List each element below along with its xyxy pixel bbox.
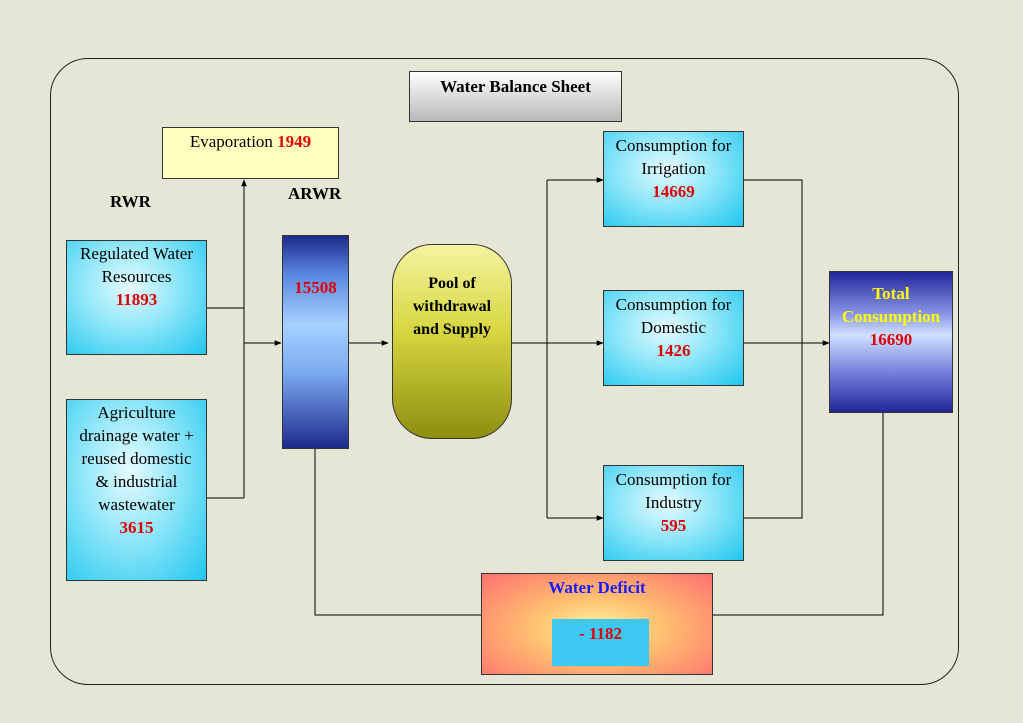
pool-label-2: withdrawal (412, 298, 492, 315)
total-consumption-box: Total Consumption 16690 (829, 271, 953, 413)
agriculture-label-3: reused domestic (81, 449, 192, 468)
industry-label-1: Consumption for (615, 470, 732, 489)
pool-box: Pool of withdrawal and Supply (392, 244, 512, 439)
line-arwr-deficit (314, 449, 481, 616)
domestic-label-1: Consumption for (615, 295, 732, 314)
agriculture-label-1: Agriculture (97, 403, 176, 422)
pool-label-3: and Supply (413, 321, 491, 338)
regulated-value: 11893 (115, 290, 158, 309)
industry-value: 595 (660, 516, 687, 535)
deficit-value-box: - 1182 (552, 619, 649, 666)
regulated-label-1: Regulated Water (79, 244, 194, 263)
total-label-1: Total (872, 284, 910, 303)
arwr-value: 15508 (294, 278, 337, 297)
agriculture-label-5: wastewater (98, 495, 175, 514)
regulated-label-2: Resources (101, 267, 172, 286)
agriculture-label-4: & industrial (95, 472, 178, 491)
irrigation-box: Consumption for Irrigation 14669 (603, 131, 744, 227)
line-total-deficit (713, 413, 884, 616)
evaporation-label: Evaporation (189, 132, 273, 151)
industry-label-2: Industry (645, 493, 702, 512)
regulated-water-box: Regulated Water Resources 11893 (66, 240, 207, 355)
irrigation-value: 14669 (652, 182, 695, 201)
pool-label-1: Pool of (428, 275, 476, 292)
water-deficit-box: Water Deficit - 1182 (481, 573, 713, 675)
title-box: Water Balance Sheet (409, 71, 622, 122)
agriculture-box: Agriculture drainage water + reused dome… (66, 399, 207, 581)
rwr-label: RWR (110, 192, 151, 211)
arwr-label: ARWR (288, 184, 342, 203)
irrigation-label-2: Irrigation (641, 159, 706, 178)
diagram-frame (50, 58, 959, 685)
evaporation-box: Evaporation 1949 (162, 127, 339, 179)
agriculture-label-2: drainage water + (79, 426, 194, 445)
evaporation-value: 1949 (277, 132, 312, 151)
deficit-label: Water Deficit (548, 578, 646, 597)
domestic-box: Consumption for Domestic 1426 (603, 290, 744, 386)
domestic-label-2: Domestic (640, 318, 707, 337)
industry-box: Consumption for Industry 595 (603, 465, 744, 561)
domestic-value: 1426 (656, 341, 691, 360)
irrigation-label-1: Consumption for (615, 136, 732, 155)
total-label-2: Consumption (841, 307, 941, 326)
deficit-value: - 1182 (579, 624, 622, 643)
arwr-box: 15508 (282, 235, 349, 449)
total-value: 16690 (869, 330, 913, 349)
title-text: Water Balance Sheet (440, 77, 591, 96)
line-irrigation-out (744, 179, 803, 519)
agriculture-value: 3615 (119, 518, 154, 537)
